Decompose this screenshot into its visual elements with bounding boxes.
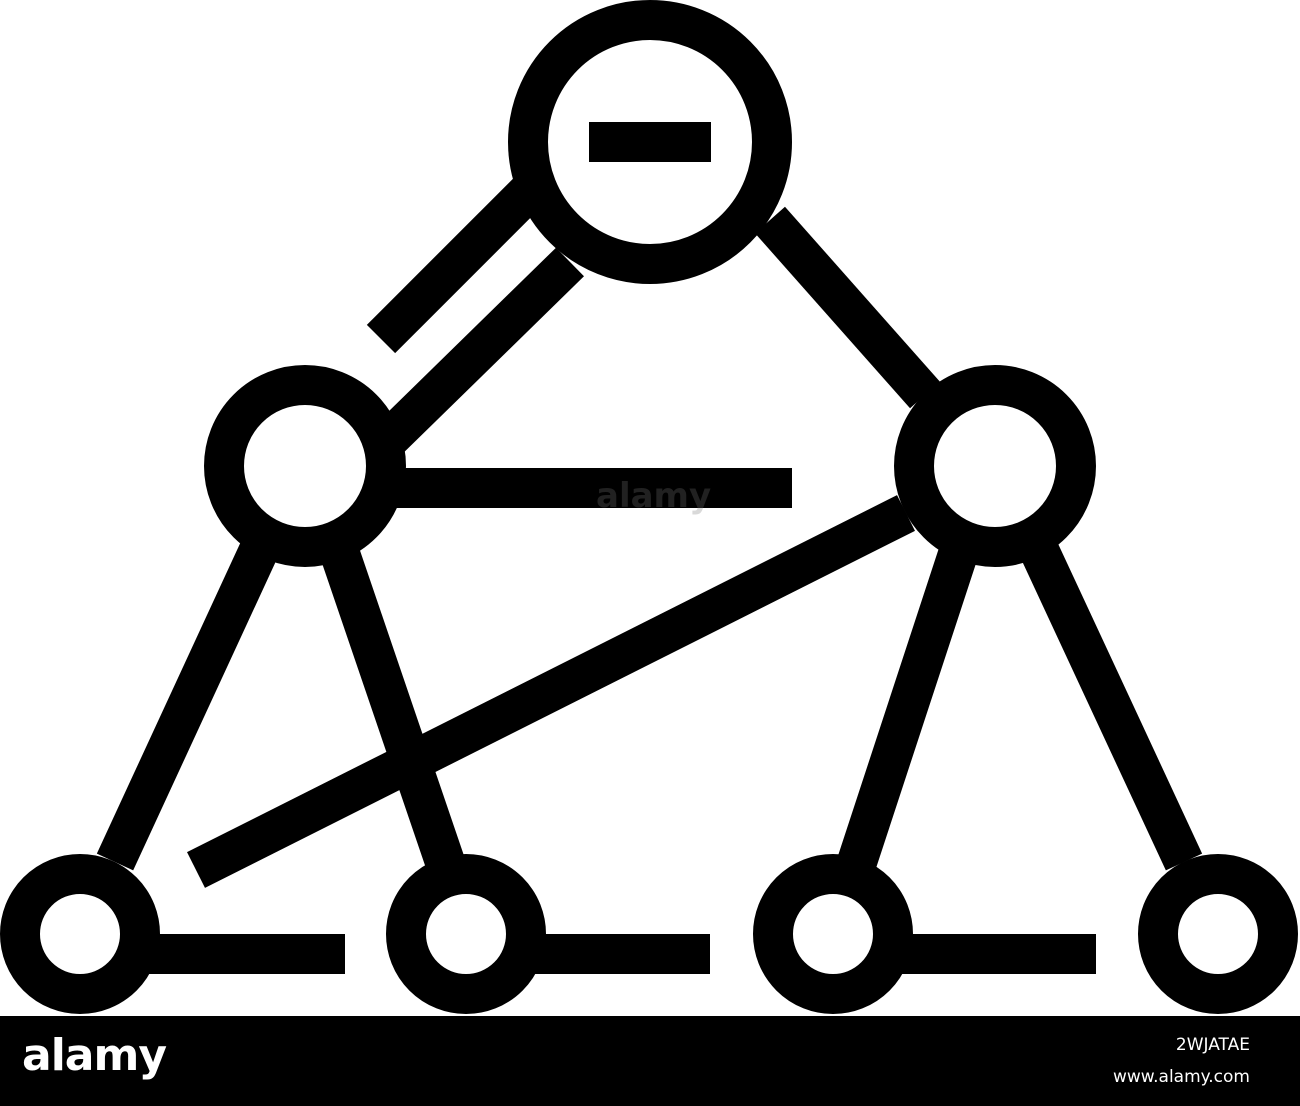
edge-right-diagonal xyxy=(187,495,915,888)
node-left xyxy=(204,365,406,567)
footer-logo: alamy xyxy=(22,1030,167,1081)
node-bottom-1 xyxy=(0,854,160,1014)
edge-top-left-outer xyxy=(366,178,542,354)
footer-meta: 2WJATAE www.alamy.com xyxy=(1113,1034,1250,1088)
edge-top-right xyxy=(755,206,940,409)
edge-top-left-inner xyxy=(374,247,584,455)
node-bottom-4 xyxy=(1138,854,1298,1014)
edge-right-to-b4 xyxy=(1019,539,1203,871)
network-minus-node-icon xyxy=(0,0,1298,1014)
node-right xyxy=(894,365,1096,567)
footer-site-link[interactable]: www.alamy.com xyxy=(1112,1067,1250,1087)
edge-left-to-b2 xyxy=(319,541,464,869)
edge-right-to-b3 xyxy=(837,541,980,869)
edge-left-to-b1 xyxy=(96,539,279,871)
node-bottom-2 xyxy=(386,854,546,1014)
footer-image-id: 2WJATAE xyxy=(1175,1035,1250,1055)
node-bottom-3 xyxy=(753,854,913,1014)
footer-bar: alamy 2WJATAE www.alamy.com xyxy=(0,1016,1300,1106)
minus-sign-icon xyxy=(589,122,711,162)
